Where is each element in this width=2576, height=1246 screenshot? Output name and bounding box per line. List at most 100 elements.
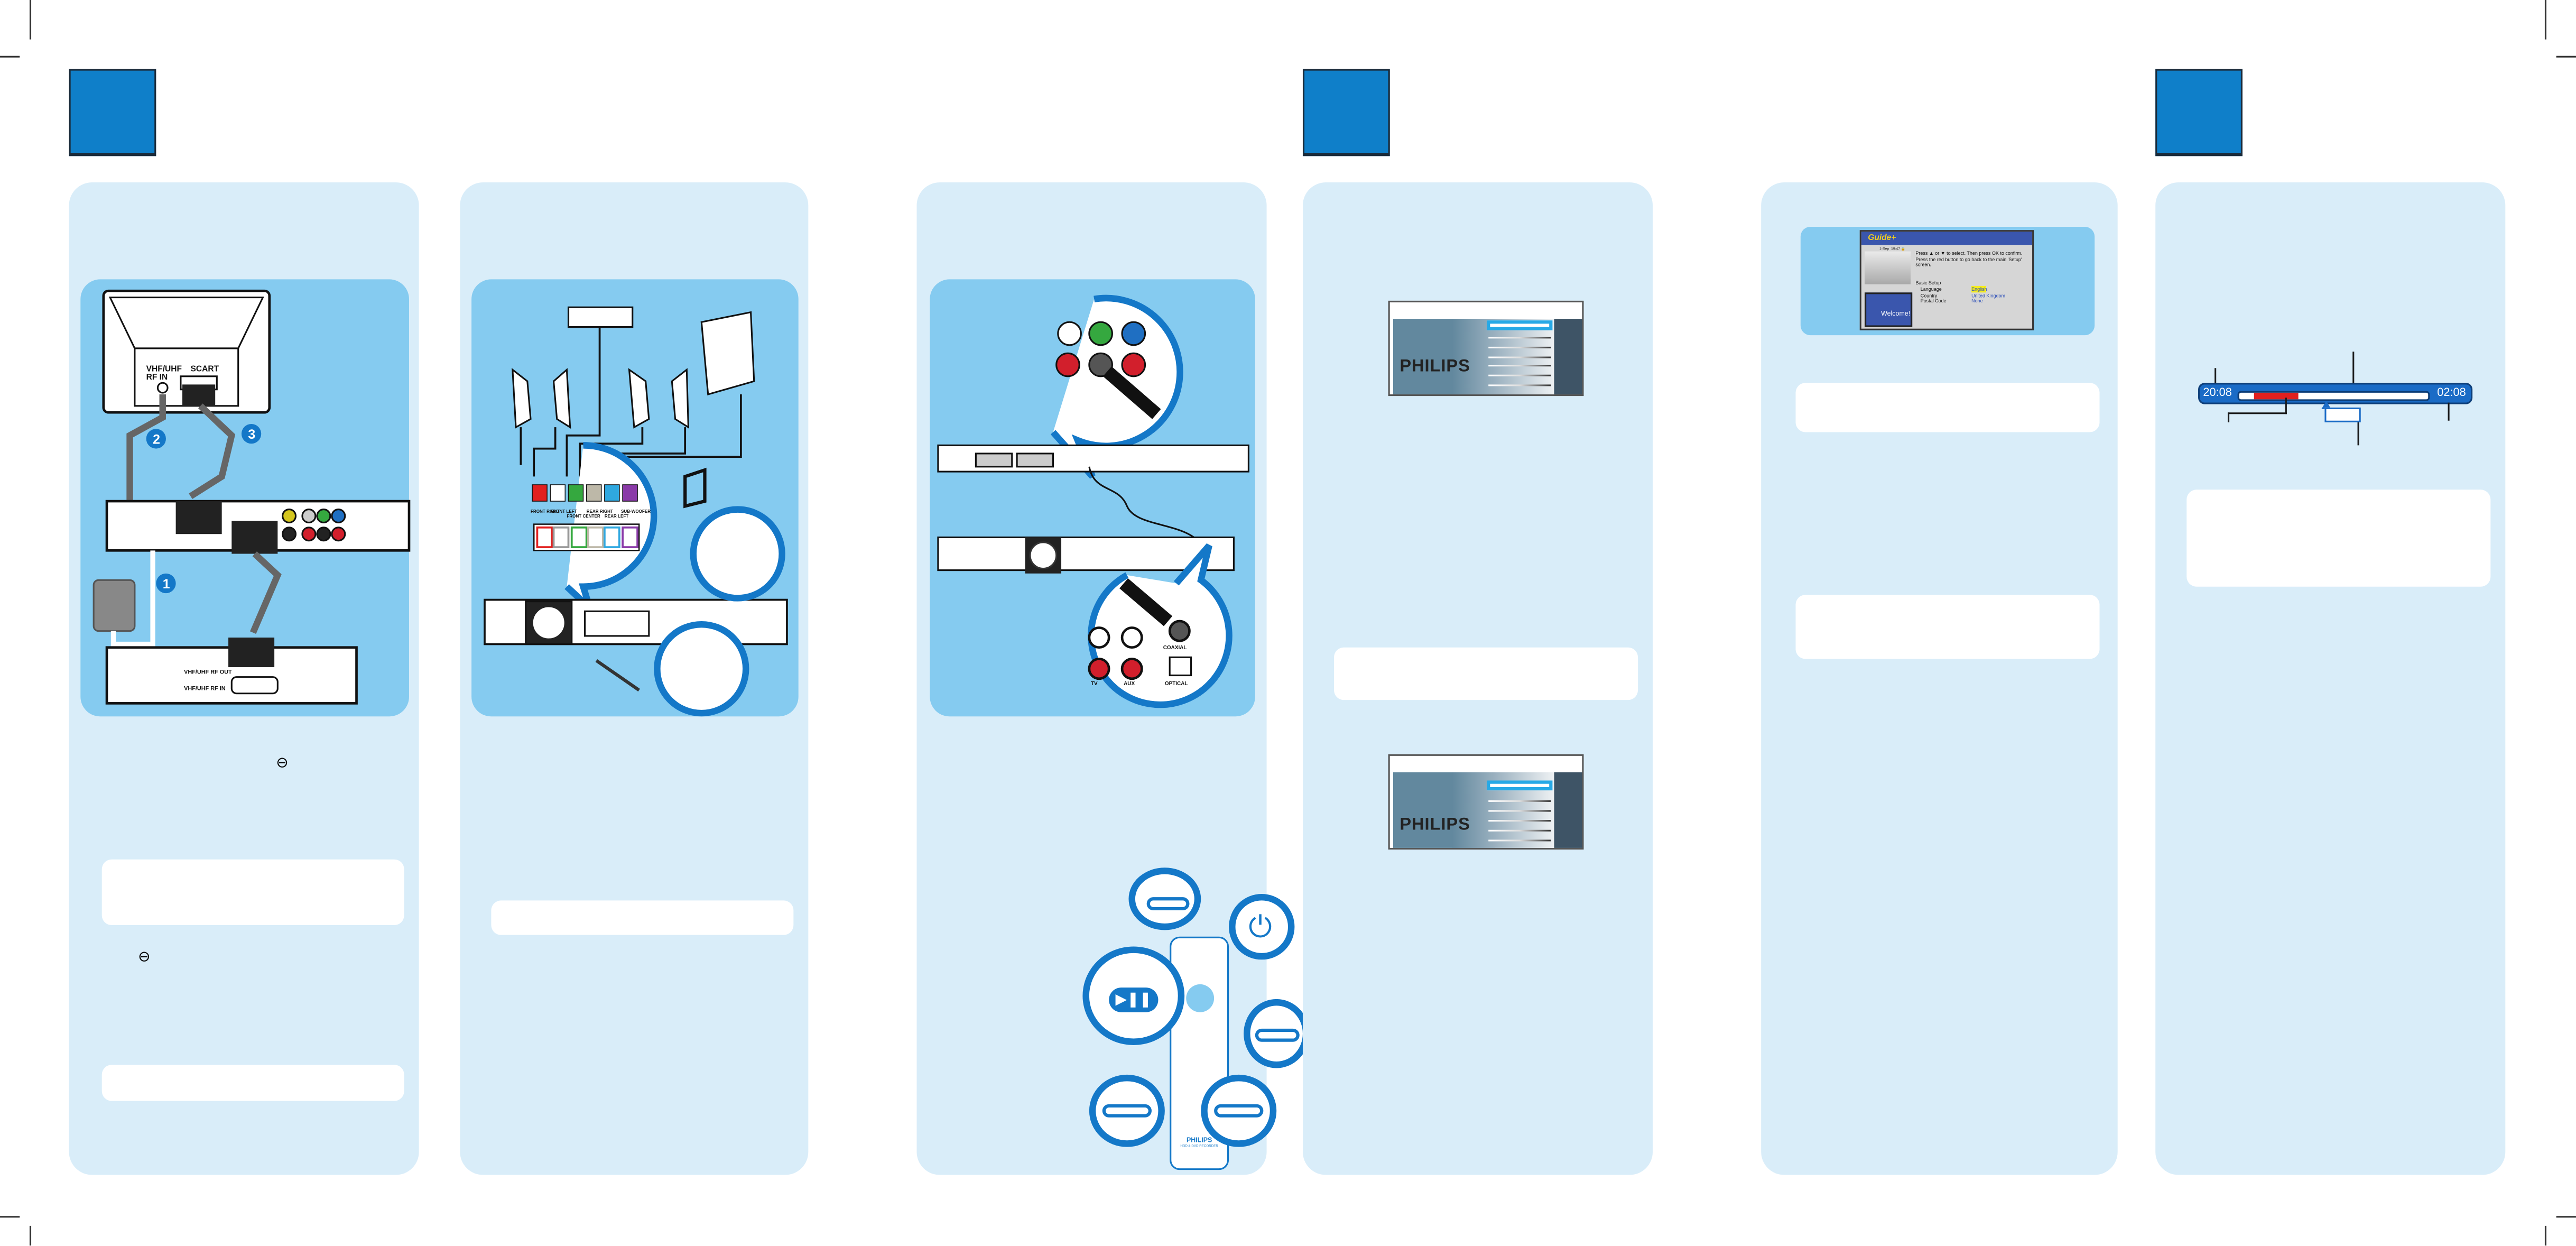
center-speaker: [567, 306, 634, 328]
menu-screen: PHILIPS: [1388, 300, 1584, 396]
crop-mark: [29, 0, 32, 40]
remote-button-label[interactable]: [1102, 1104, 1152, 1118]
audio-connection-diagram: COAXIAL OPTICAL TV AUX: [937, 294, 1249, 708]
speaker-label: REAR LEFT: [605, 514, 628, 519]
remote-button-label[interactable]: [1255, 1028, 1300, 1042]
section-header-square: [1302, 69, 1390, 156]
speaker-label: FRONT LEFT: [550, 509, 577, 514]
lock-icon: 🔒: [1901, 248, 1906, 252]
setup-instructions: Press ▲ or ▼ to select. Then press OK to…: [1915, 250, 2023, 269]
illustration-speaker-connection: FRONT RIGHT FRONT LEFT FRONT CENTER REAR…: [471, 279, 799, 717]
callout-line: [2214, 368, 2217, 386]
callout-line: [2357, 422, 2359, 446]
setup-row-label: Language: [1920, 285, 1942, 293]
remote-brand: PHILIPS: [1186, 1135, 1212, 1144]
play-pause-icon[interactable]: ▶❚❚: [1109, 987, 1159, 1012]
crop-mark: [2544, 1225, 2547, 1246]
crop-mark: [2556, 1216, 2576, 1218]
receiver-back: [937, 536, 1235, 571]
philips-logo: PHILIPS: [1400, 815, 1470, 835]
note-box: [1795, 595, 2100, 659]
fm-antenna-callout: [654, 621, 749, 717]
tv-port-label: SCART: [191, 364, 219, 373]
antenna-icon: [92, 579, 136, 632]
guide-plus-logo: Guide+: [1868, 233, 1896, 244]
callout-line: [2227, 412, 2287, 414]
callout-bubble: [1089, 1074, 1165, 1147]
speaker-label: REAR RIGHT: [587, 509, 613, 514]
note-box: [101, 859, 404, 926]
svg-text:2: 2: [153, 432, 160, 447]
remote-button-label[interactable]: [1146, 897, 1190, 911]
power-icon[interactable]: ⏻: [1248, 910, 1272, 944]
setup-row-label: Postal Code: [1920, 297, 1947, 304]
recorded-segment: [2254, 392, 2298, 399]
setup-row-value[interactable]: None: [1971, 297, 1983, 304]
port-label: TV: [1091, 681, 1098, 687]
bridge-photo: [1865, 251, 1911, 284]
remote-model: HDD & DVD RECORDER: [1180, 1145, 1218, 1149]
step-badge: [156, 573, 176, 594]
crop-mark: [2544, 0, 2547, 40]
callout-bubble: ⏻: [1229, 893, 1295, 960]
illustration-tv-connection: VHF/UHF RF IN SCART 2 3 1: [80, 279, 411, 717]
am-antenna: [683, 467, 707, 509]
speaker: [628, 368, 650, 429]
panel-basic-setup: [1761, 182, 2118, 1175]
screen-date: 1-Sep: [1879, 248, 1889, 252]
svg-text:VHF/UHF RF OUT: VHF/UHF RF OUT: [184, 669, 232, 675]
svg-text:VHF/UHF RF IN: VHF/UHF RF IN: [184, 686, 226, 692]
remote-button-label[interactable]: [1214, 1104, 1264, 1118]
philips-logo: PHILIPS: [1400, 356, 1470, 376]
speaker-label: FRONT CENTER: [567, 514, 600, 519]
playhead-label: [2324, 407, 2361, 422]
callout-line: [2227, 412, 2230, 422]
note-box: [101, 1065, 404, 1101]
tv-port-label: RF IN: [146, 373, 168, 382]
setup-row-value[interactable]: United Kingdom: [1971, 291, 2006, 299]
start-time: 20:08: [2203, 387, 2232, 399]
setup-row-value[interactable]: English: [1971, 285, 1987, 293]
port-label: COAXIAL: [1163, 645, 1187, 651]
tv-connection-diagram: VHF/UHF RF IN SCART 2 3 1: [92, 289, 411, 705]
step-badge: [241, 423, 262, 444]
speaker: [671, 368, 690, 429]
callout-bubble: [1201, 1074, 1277, 1147]
antenna-in-icon: ⊖: [276, 754, 289, 771]
callout-line: [2352, 352, 2355, 385]
speaker-label: FRONT RIGHT: [531, 509, 560, 514]
illustration-audio-connection: COAXIAL OPTICAL TV AUX: [930, 279, 1255, 717]
speaker-label: SUB-WOOFER: [621, 509, 651, 514]
step-badge: [146, 429, 166, 449]
menu-selection[interactable]: [1487, 320, 1553, 330]
antenna-out-icon: ⊖: [138, 948, 151, 965]
menu-screen: PHILIPS: [1388, 754, 1584, 850]
menu-selection[interactable]: [1487, 780, 1553, 791]
speaker: [552, 368, 571, 429]
crop-mark: [0, 56, 20, 58]
antenna-callout: [690, 506, 785, 602]
speaker-diagram: FRONT RIGHT FRONT LEFT FRONT CENTER REAR…: [484, 306, 788, 717]
time-shift-track[interactable]: [2237, 390, 2430, 400]
setup-section-title: Basic Setup: [1915, 279, 1941, 286]
crop-mark: [29, 1225, 32, 1246]
callout-line: [2448, 402, 2450, 421]
callout-line: [2285, 398, 2287, 414]
remote-illustration: PHILIPS HDD & DVD RECORDER ⏻ ▶❚❚: [1082, 864, 1312, 1177]
setup-screen: Guide+ 1-Sep 19:47 🔒 Welcome! Press ▲ or…: [1859, 230, 2034, 330]
navigation-pad[interactable]: [1186, 984, 1215, 1012]
note-box: [1334, 647, 1638, 700]
time-shift-bar[interactable]: 20:08 02:08: [2198, 383, 2473, 404]
welcome-thumbnail: Welcome!: [1865, 292, 1913, 327]
subwoofer: [700, 311, 755, 396]
coaxial-cable: [1088, 466, 1197, 540]
note-box: [1795, 383, 2100, 432]
end-time: 02:08: [2437, 387, 2466, 399]
note-box: [491, 900, 794, 935]
note-box: [2186, 490, 2491, 587]
speaker-connectors: [532, 484, 638, 502]
callout-bubble: [1244, 999, 1310, 1068]
playhead-marker[interactable]: [2321, 401, 2332, 409]
tv-port-label: VHF/UHF: [146, 364, 182, 373]
